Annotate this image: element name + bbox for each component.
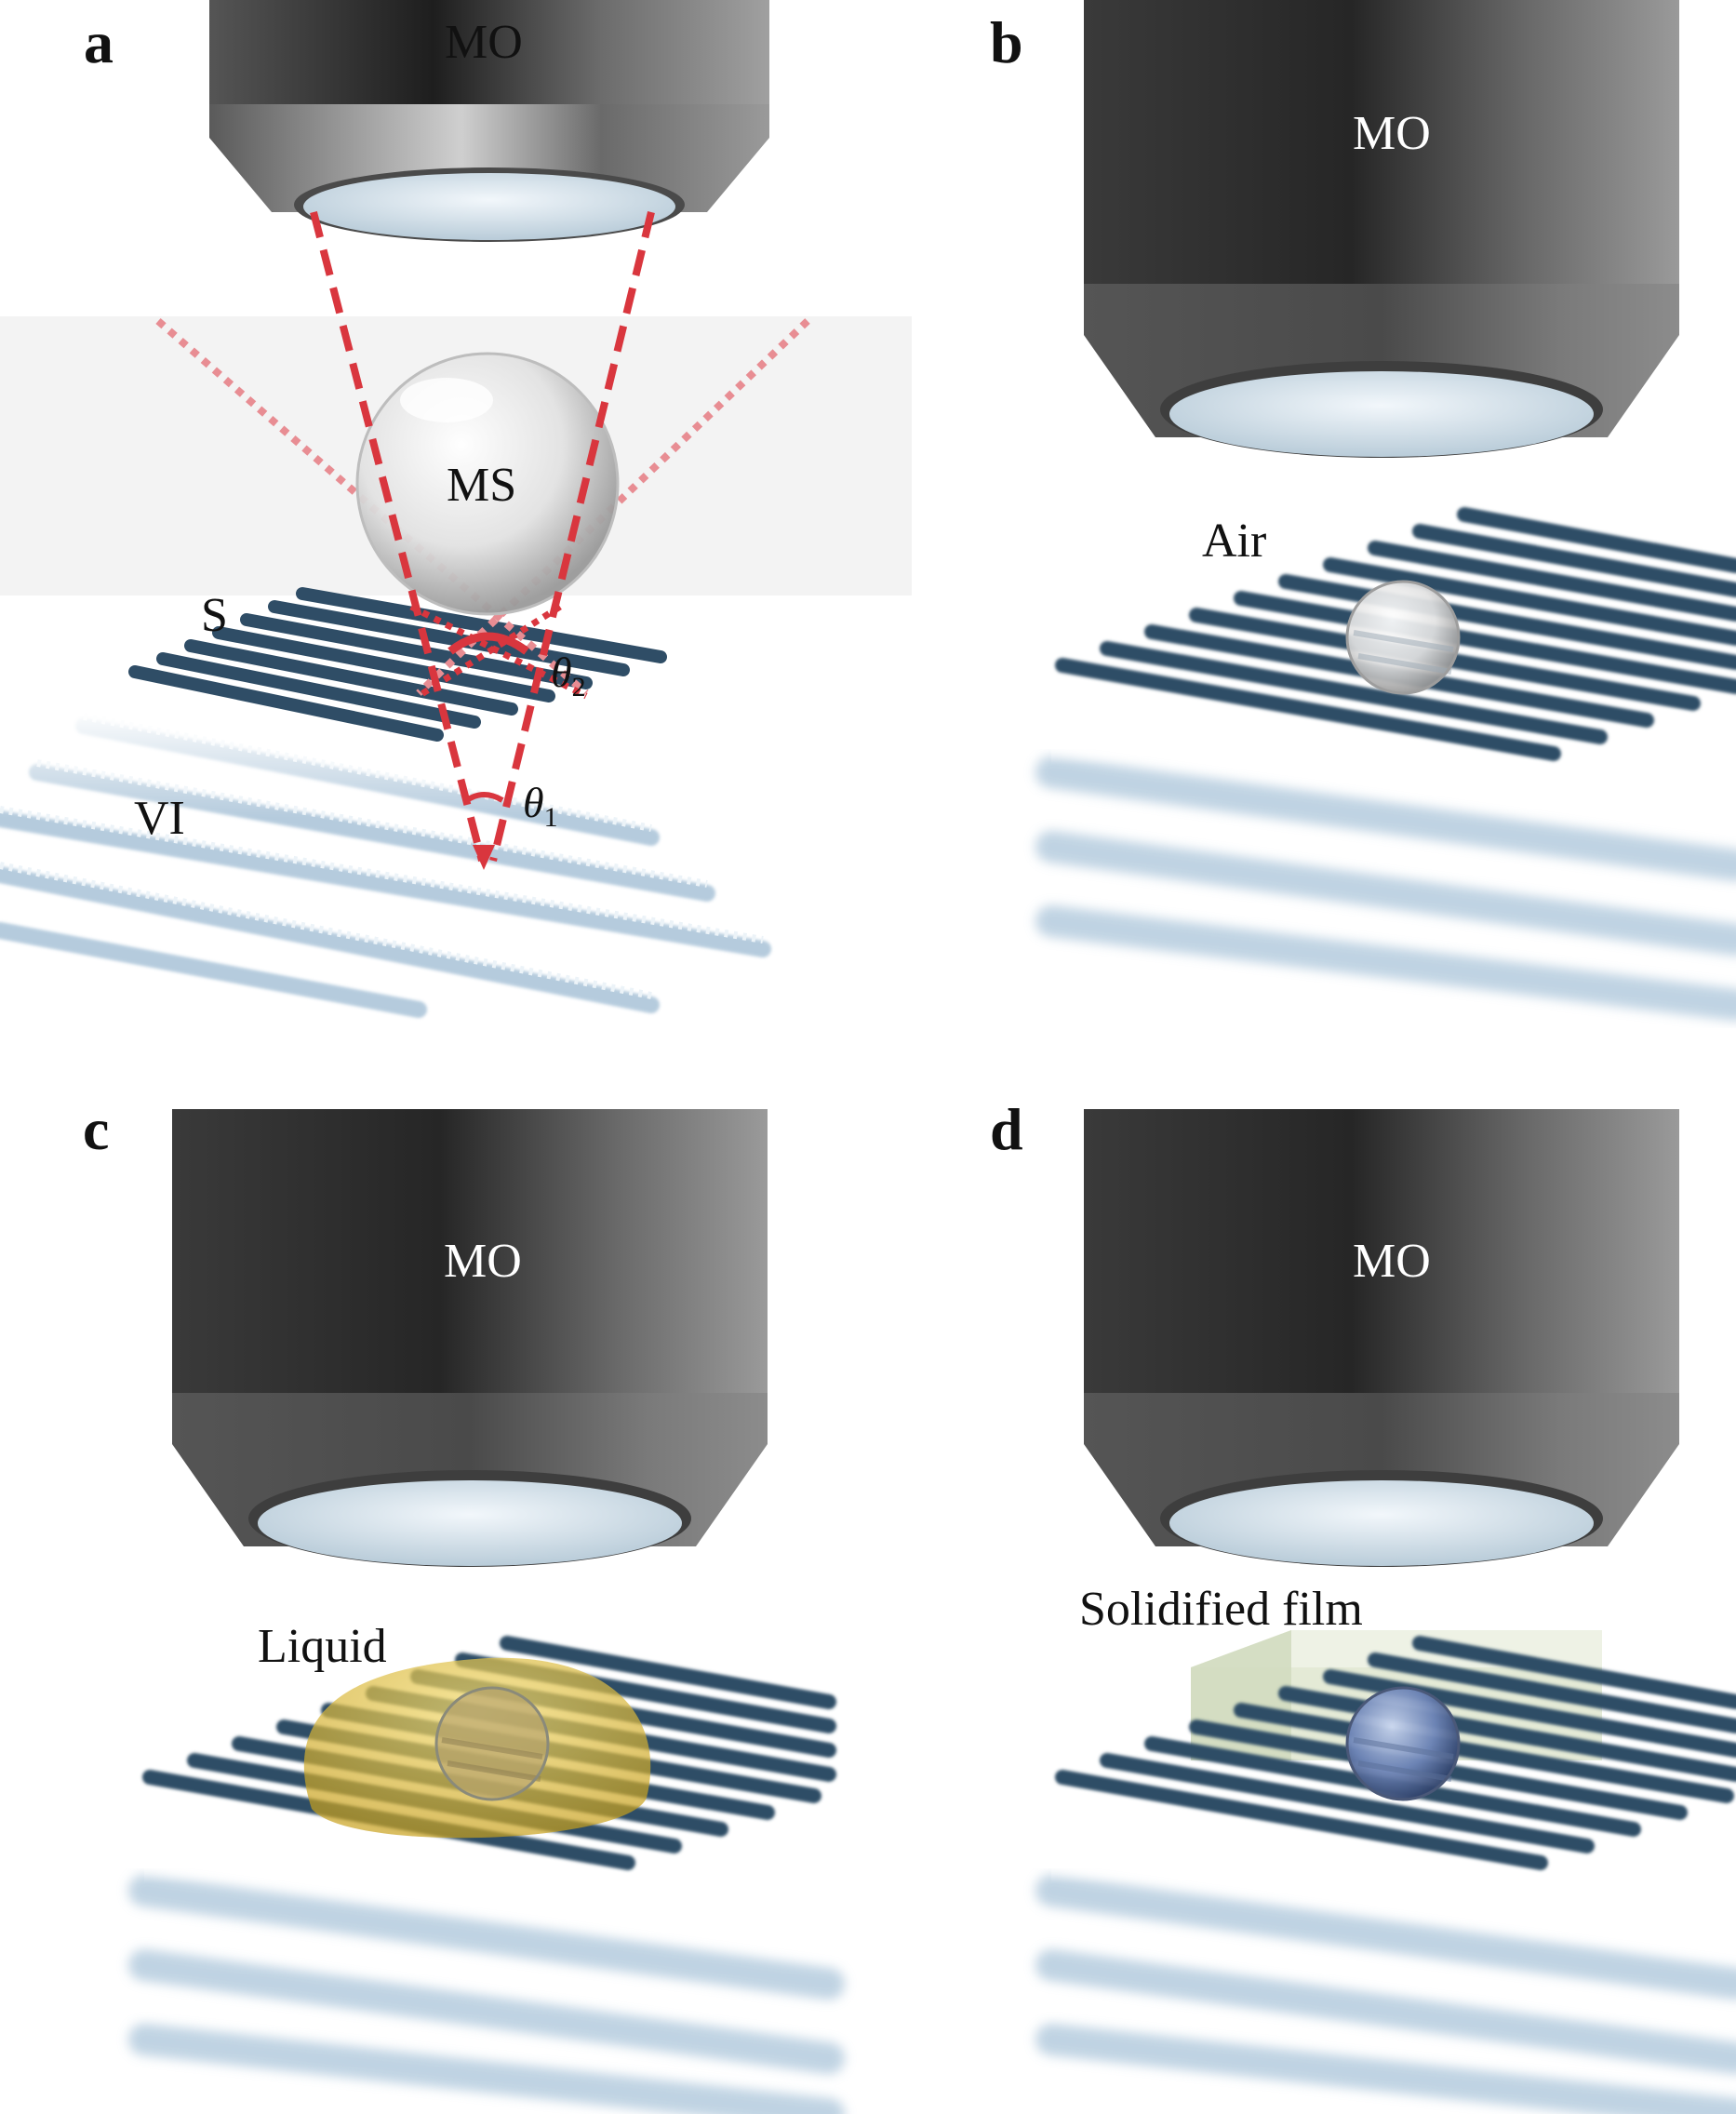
panel-b: b MO Air: [990, 0, 1736, 1021]
microscope-objective: [1084, 1109, 1679, 1567]
panel-a-sphere-label: MS: [447, 459, 517, 512]
panel-a-objective-label: MO: [445, 16, 523, 69]
angle-2-subscript: 2: [571, 672, 586, 702]
angle-1-subscript: 1: [543, 802, 558, 833]
panel-d-letter: d: [990, 1096, 1023, 1162]
panel-c-medium-label: Liquid: [258, 1620, 387, 1673]
grating: [128, 587, 667, 742]
panel-b-drawing: [1035, 0, 1736, 1021]
panel-d: d MO Solidified film: [990, 1100, 1736, 2114]
panel-b-letter: b: [990, 9, 1023, 75]
microsphere: [1345, 1686, 1461, 1801]
microscope-objective: [1084, 0, 1679, 458]
objective-lens: [258, 1480, 682, 1566]
panel-b-medium-label: Air: [1202, 515, 1267, 568]
panel-a-drawing: [0, 0, 912, 1024]
microscope-objective: [172, 1109, 768, 1567]
panel-c: c MO Liquid: [83, 1100, 845, 2114]
panel-d-drawing: [1035, 1109, 1736, 2114]
microscope-objective: [209, 0, 769, 242]
angle-1-label: θ1: [523, 782, 558, 832]
angle-2-arc: [447, 632, 529, 655]
microsphere: [355, 352, 620, 616]
panel-c-objective-label: MO: [444, 1235, 522, 1288]
microsphere: [1345, 580, 1461, 695]
panel-c-drawing: [128, 1109, 845, 2114]
near-field-rays: [409, 603, 588, 700]
panel-a-letter: a: [84, 9, 114, 75]
microsphere: [434, 1686, 550, 1801]
objective-lens: [303, 173, 675, 240]
angle-2-symbol: θ: [551, 649, 572, 696]
panel-c-letter: c: [83, 1096, 110, 1162]
panel-a: a MO MS S VI θ2 θ1: [0, 0, 912, 1024]
panel-d-objective-label: MO: [1353, 1235, 1431, 1288]
panel-a-virtual-image-label: VI: [134, 792, 185, 845]
objective-lens: [1169, 371, 1594, 457]
panel-b-objective-label: MO: [1353, 107, 1431, 160]
ray-arrowhead: [473, 845, 495, 870]
imaging-rays: [310, 210, 655, 863]
angle-2-label: θ2: [551, 651, 586, 702]
panel-d-medium-label: Solidified film: [1079, 1583, 1363, 1636]
angle-1-symbol: θ: [523, 779, 544, 826]
angle-1-arc: [465, 792, 504, 803]
panel-a-substrate-label: S: [201, 589, 228, 642]
objective-lens: [1169, 1480, 1594, 1566]
